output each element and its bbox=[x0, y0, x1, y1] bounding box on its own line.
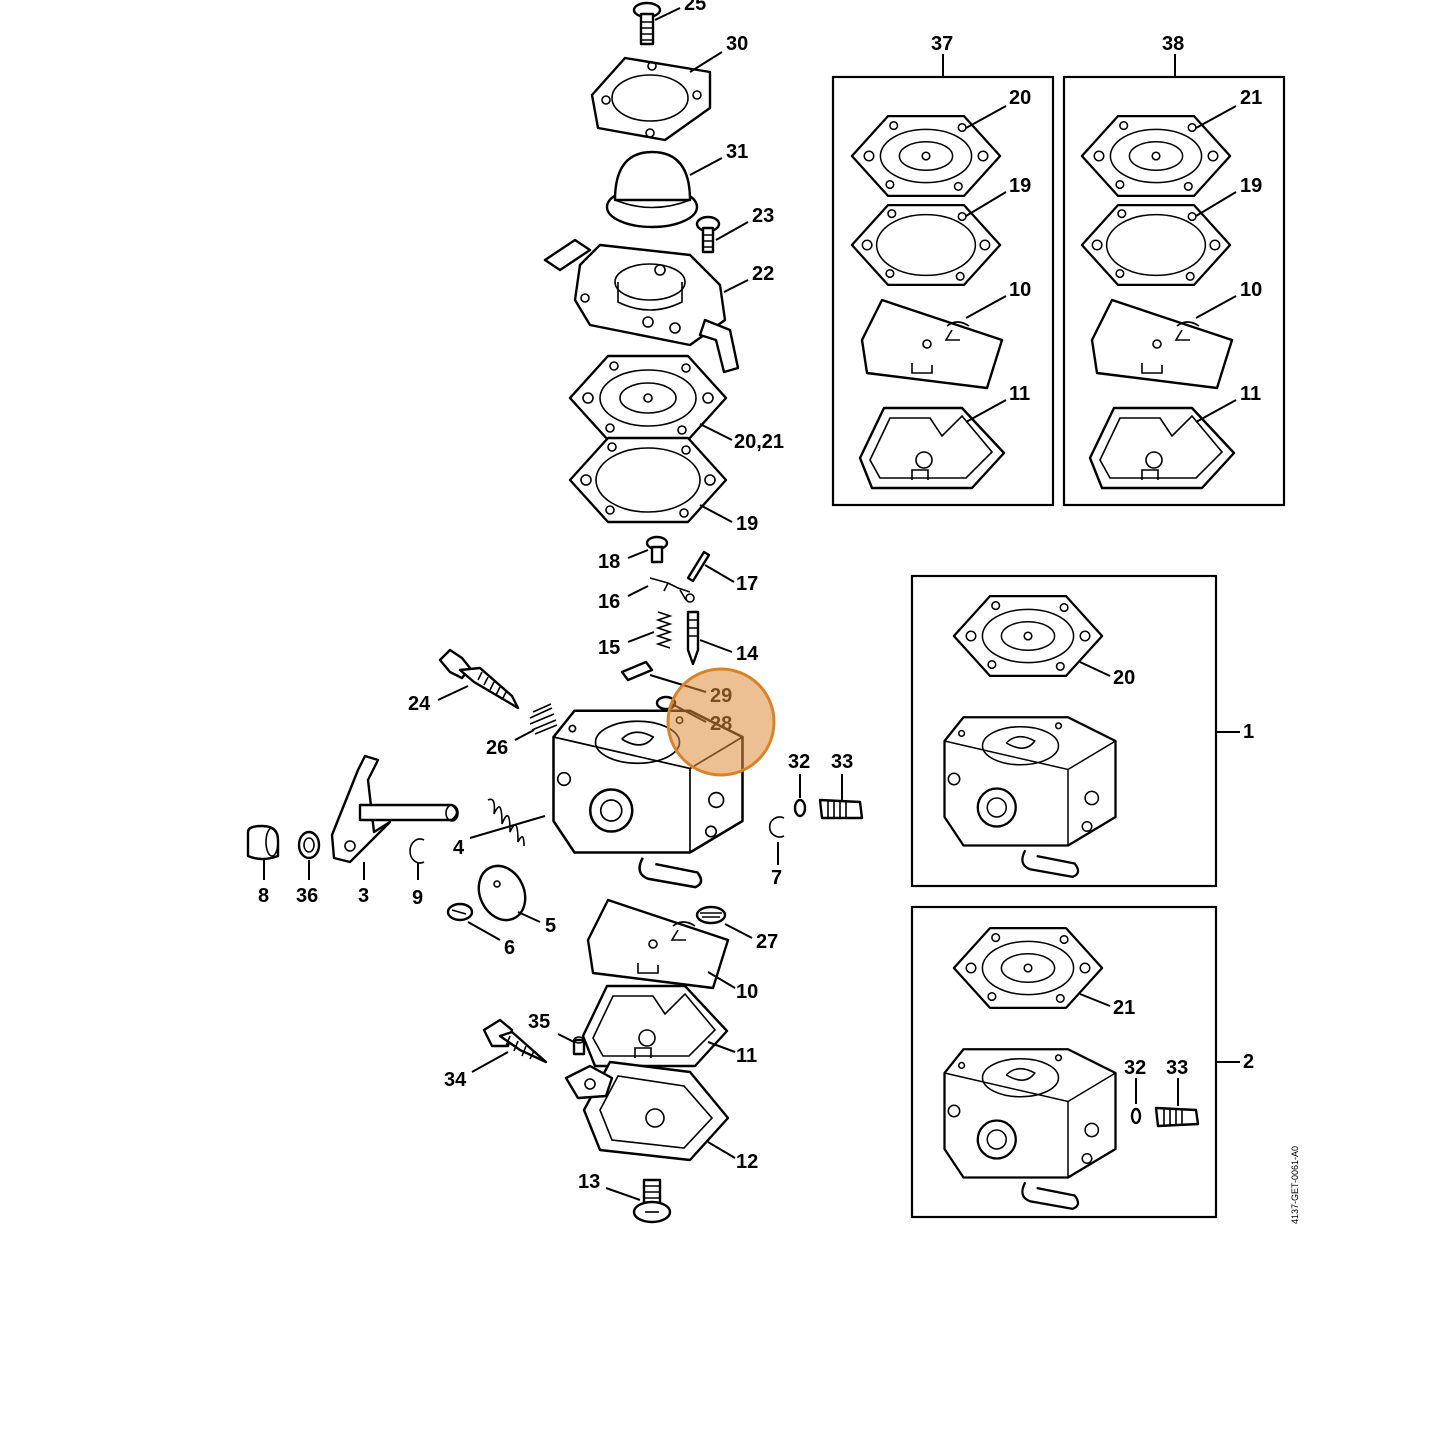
label-8: 8 bbox=[258, 885, 269, 907]
throttle-disc-5 bbox=[477, 864, 527, 922]
label-16: 16 bbox=[598, 591, 620, 613]
kit-37-label-10: 10 bbox=[1009, 279, 1031, 301]
label-25: 25 bbox=[684, 0, 706, 15]
kit-37-label-11: 11 bbox=[1009, 383, 1030, 405]
screw-6 bbox=[446, 902, 474, 922]
pump-housing-22 bbox=[543, 238, 740, 374]
kit-37-title: 37 bbox=[931, 33, 953, 55]
assembly-2-screw-33 bbox=[1154, 1106, 1200, 1128]
label-10: 10 bbox=[736, 981, 758, 1003]
end-cover-12 bbox=[564, 1060, 730, 1162]
label-34: 34 bbox=[444, 1069, 467, 1091]
throttle-shaft-3 bbox=[330, 754, 459, 864]
cover-gasket-30 bbox=[590, 56, 712, 142]
label-27: 27 bbox=[756, 931, 778, 953]
assembly-1-title: 1 bbox=[1243, 721, 1254, 743]
spring-15 bbox=[655, 611, 673, 649]
label-12: 12 bbox=[736, 1151, 758, 1173]
label-26: 26 bbox=[486, 737, 508, 759]
screw-25 bbox=[632, 1, 662, 46]
kit-37: 37 20 19 10 11 bbox=[831, 33, 1055, 507]
label-14: 14 bbox=[736, 643, 759, 665]
label-23: 23 bbox=[752, 205, 774, 227]
assembly-1-label-20: 20 bbox=[1113, 667, 1135, 689]
kit-37-label-20: 20 bbox=[1009, 87, 1031, 109]
label-9: 9 bbox=[412, 887, 423, 909]
label-24: 24 bbox=[408, 693, 431, 715]
adjusting-screw-34 bbox=[482, 1018, 548, 1064]
label-4: 4 bbox=[453, 837, 465, 859]
gasket-11 bbox=[581, 984, 729, 1068]
lever-16 bbox=[649, 577, 695, 603]
part-29 bbox=[620, 660, 654, 682]
label-6: 6 bbox=[504, 937, 515, 959]
label-3: 3 bbox=[358, 885, 369, 907]
drawing-code: 4137-GET-0061-A0 bbox=[1290, 1146, 1300, 1224]
label-33: 33 bbox=[831, 751, 853, 773]
pin-17 bbox=[686, 550, 711, 583]
spring-26 bbox=[529, 703, 558, 735]
label-30: 30 bbox=[726, 33, 748, 55]
kit-38-title: 38 bbox=[1162, 33, 1184, 55]
assembly-2-washer-32 bbox=[1130, 1107, 1142, 1125]
label-17: 17 bbox=[736, 573, 758, 595]
screw-23 bbox=[695, 215, 721, 254]
kit-37-label-19: 19 bbox=[1009, 175, 1031, 197]
label-35: 35 bbox=[528, 1011, 550, 1033]
assembly-2-label-21: 21 bbox=[1113, 997, 1135, 1019]
leader-lines bbox=[263, 7, 843, 1201]
washer-36 bbox=[297, 830, 321, 860]
label-5: 5 bbox=[545, 915, 556, 937]
diaphragm-20-21 bbox=[568, 354, 728, 442]
kit-38-label-21: 21 bbox=[1240, 87, 1262, 109]
label-32: 32 bbox=[788, 751, 810, 773]
primer-bulb-31 bbox=[605, 150, 699, 229]
label-36: 36 bbox=[296, 885, 318, 907]
assembly-2-label-33: 33 bbox=[1166, 1057, 1188, 1079]
assembly-2: 2 21 32 33 bbox=[910, 905, 1254, 1219]
kit-38-label-10: 10 bbox=[1240, 279, 1262, 301]
highlight-marker bbox=[666, 667, 776, 777]
screw-13 bbox=[632, 1178, 672, 1224]
assembly-1: 1 20 bbox=[910, 574, 1254, 888]
inlet-needle-14 bbox=[686, 610, 700, 666]
clip-7 bbox=[768, 816, 785, 838]
label-20-21: 20,21 bbox=[734, 431, 784, 453]
label-7: 7 bbox=[771, 867, 782, 889]
strainer-27 bbox=[695, 905, 727, 925]
spring-4 bbox=[487, 798, 525, 847]
label-18: 18 bbox=[598, 551, 620, 573]
plug-35 bbox=[572, 1036, 586, 1056]
screw-33 bbox=[818, 798, 864, 820]
label-22: 22 bbox=[752, 263, 774, 285]
cap-8 bbox=[246, 824, 280, 861]
assembly-2-label-32: 32 bbox=[1124, 1057, 1146, 1079]
kit-38-label-19: 19 bbox=[1240, 175, 1262, 197]
label-13: 13 bbox=[578, 1171, 600, 1193]
kit-38-label-11: 11 bbox=[1240, 383, 1261, 405]
gasket-19 bbox=[568, 436, 728, 524]
label-11: 11 bbox=[736, 1045, 757, 1067]
screw-18 bbox=[645, 535, 669, 564]
kit-38: 38 21 19 10 11 bbox=[1062, 33, 1286, 507]
label-15: 15 bbox=[598, 637, 620, 659]
adjusting-screw-24 bbox=[438, 648, 520, 710]
label-19: 19 bbox=[736, 513, 758, 535]
part-labels: 25 30 31 23 22 20,21 19 18 17 16 15 14 2… bbox=[258, 0, 853, 1193]
clip-9 bbox=[409, 838, 425, 864]
assembly-2-title: 2 bbox=[1243, 1051, 1254, 1073]
label-31: 31 bbox=[726, 141, 748, 163]
washer-32 bbox=[793, 798, 807, 818]
